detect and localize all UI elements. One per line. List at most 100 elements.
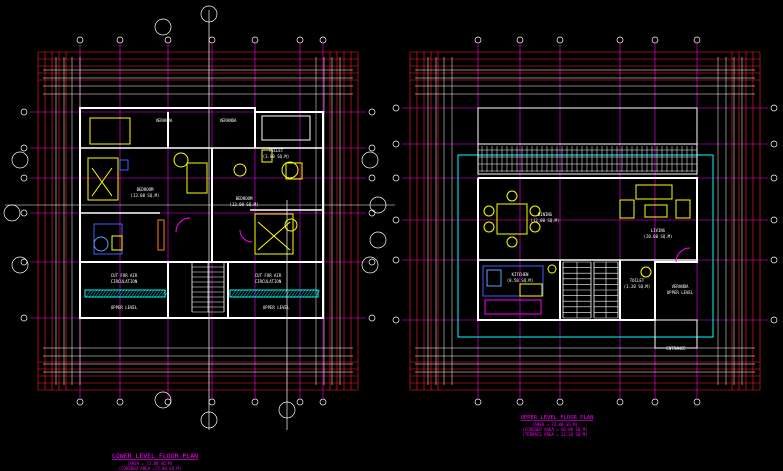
upper-level-floor-plan: DINING (12.00 SQ.M) LIVING (20.00 SQ.M) … bbox=[392, 36, 778, 437]
label-bedroom-2: BEDROOM bbox=[236, 196, 253, 201]
hatch-line bbox=[293, 289, 300, 298]
hatch-line bbox=[154, 289, 161, 298]
section-marker bbox=[369, 196, 387, 214]
upper-title-block: UPPER LEVEL FLOOR PLAN (AREA = 73.00 SQ.… bbox=[521, 415, 594, 437]
section-marker bbox=[200, 5, 218, 23]
hatch-line bbox=[230, 289, 237, 298]
lower-stair bbox=[191, 261, 225, 313]
label-veranda-left: VERANDA bbox=[156, 118, 173, 123]
lower-furniture bbox=[87, 149, 303, 255]
hatch-line bbox=[115, 289, 122, 298]
hatch-line bbox=[251, 289, 258, 298]
label-living: LIVING bbox=[651, 228, 666, 233]
section-marker bbox=[3, 204, 21, 222]
axis-bubble bbox=[392, 216, 400, 224]
section-marker bbox=[154, 391, 172, 409]
hatch-line bbox=[239, 289, 246, 298]
hatch-line bbox=[124, 289, 131, 298]
upper-walls bbox=[477, 177, 698, 349]
upper-plan-area: (AREA = 73.00 SQ.M) bbox=[532, 422, 578, 427]
lower-room-labels: VERANDA VERANDA BEDROOM (13.00 SQ.M) BED… bbox=[111, 118, 290, 310]
axis-bubble bbox=[251, 36, 259, 44]
hatch-line bbox=[112, 289, 119, 298]
hatch-line bbox=[263, 289, 270, 298]
upper-dimension-lines bbox=[392, 36, 778, 406]
upper-plan-terrace-area: (TERRACE AREA = 12.20 SQ.M) bbox=[522, 432, 587, 437]
hatch-line bbox=[106, 289, 113, 298]
axis-bubble bbox=[392, 140, 400, 148]
axis-bubble bbox=[319, 36, 327, 44]
axis-bubble bbox=[164, 36, 172, 44]
hatch-line bbox=[236, 289, 243, 298]
hatch-line bbox=[163, 289, 170, 298]
hatch-line bbox=[94, 289, 101, 298]
section-marker bbox=[11, 151, 29, 169]
axis-bubble bbox=[20, 209, 28, 217]
axis-bubble bbox=[770, 104, 778, 112]
hatch-line bbox=[260, 289, 267, 298]
axis-bubble bbox=[116, 36, 124, 44]
axis-bubble bbox=[251, 398, 259, 406]
hatch-line bbox=[314, 289, 321, 298]
axis-bubble bbox=[651, 36, 659, 44]
label-cut-right: CUT FOR AIR bbox=[255, 273, 282, 278]
hatch-line bbox=[130, 289, 137, 298]
hatch-line bbox=[278, 289, 285, 298]
axis-bubble bbox=[368, 314, 376, 322]
axis-bubble bbox=[296, 36, 304, 44]
hatch-line bbox=[97, 289, 104, 298]
label-upper-right: UPPER LEVEL bbox=[263, 305, 290, 310]
hatch-line bbox=[88, 289, 95, 298]
section-marker bbox=[361, 151, 379, 169]
axis-bubble bbox=[556, 36, 564, 44]
hatch-line bbox=[139, 289, 146, 298]
axis-bubble bbox=[296, 398, 304, 406]
hatch-line bbox=[233, 289, 240, 298]
axis-bubble bbox=[616, 398, 624, 406]
axis-bubble bbox=[20, 314, 28, 322]
upper-plan-covered-area: (COVERED AREA = 60.80 SQ.M) bbox=[522, 427, 587, 432]
label-dining-area: (12.00 SQ.M) bbox=[531, 218, 560, 223]
label-cut-right-sub: CIRCULATION bbox=[255, 279, 282, 284]
hatch-line bbox=[281, 289, 288, 298]
hatch-line bbox=[127, 289, 134, 298]
axis-bubble bbox=[651, 398, 659, 406]
label-kitchen: KITCHEN bbox=[512, 272, 529, 277]
upper-room-labels: DINING (12.00 SQ.M) LIVING (20.00 SQ.M) … bbox=[507, 212, 694, 351]
upper-terrace-outline bbox=[457, 154, 714, 338]
label-kitchen-area: (8.50 SQ.M) bbox=[507, 278, 534, 283]
axis-bubble bbox=[76, 398, 84, 406]
section-marker bbox=[154, 18, 172, 36]
axis-bubble bbox=[693, 398, 701, 406]
lower-plan-area: (AREA = 73.00 SQ.M) bbox=[127, 461, 173, 466]
label-veranda-sub: UPPER LEVEL bbox=[667, 290, 694, 295]
lower-title-block: LOWER LEVEL FLOOR PLAN (AREA = 73.00 SQ.… bbox=[112, 452, 198, 471]
axis-bubble bbox=[116, 398, 124, 406]
lower-cut-strips bbox=[84, 289, 321, 298]
axis-bubble bbox=[368, 174, 376, 182]
axis-bubble bbox=[693, 36, 701, 44]
label-veranda: VERANDA bbox=[672, 284, 689, 289]
label-bedroom-1: BEDROOM bbox=[137, 187, 154, 192]
section-marker bbox=[200, 411, 218, 429]
axis-bubble bbox=[20, 144, 28, 152]
hatch-line bbox=[242, 289, 249, 298]
label-upper-left: UPPER LEVEL bbox=[111, 305, 138, 310]
hatch-line bbox=[142, 289, 149, 298]
hatch-line bbox=[287, 289, 294, 298]
axis-bubble bbox=[392, 316, 400, 324]
hatch-line bbox=[299, 289, 306, 298]
hatch-line bbox=[245, 289, 252, 298]
axis-bubble bbox=[616, 36, 624, 44]
hatch-line bbox=[311, 289, 318, 298]
axis-bubble bbox=[556, 398, 564, 406]
axis-bubble bbox=[368, 258, 376, 266]
axis-bubble bbox=[474, 36, 482, 44]
label-bedroom-1-area: (13.00 SQ.M) bbox=[131, 193, 160, 198]
axis-bubble bbox=[20, 174, 28, 182]
hatch-line bbox=[85, 289, 92, 298]
axis-bubble bbox=[20, 108, 28, 116]
hatch-line bbox=[91, 289, 98, 298]
